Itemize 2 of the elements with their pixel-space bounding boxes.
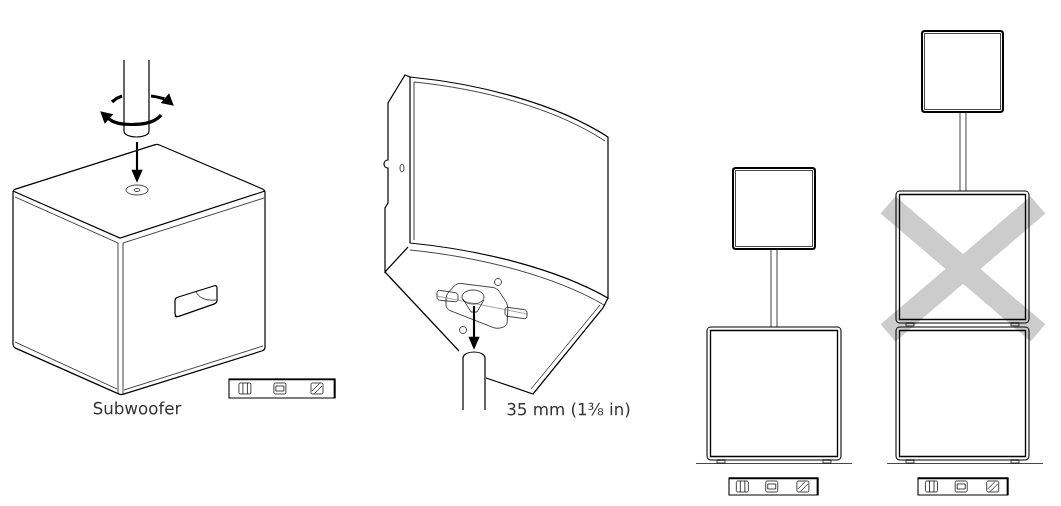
dimension-label: 35 mm (1⅜ in) — [507, 402, 630, 418]
caption: Subwoofer — [93, 401, 182, 415]
